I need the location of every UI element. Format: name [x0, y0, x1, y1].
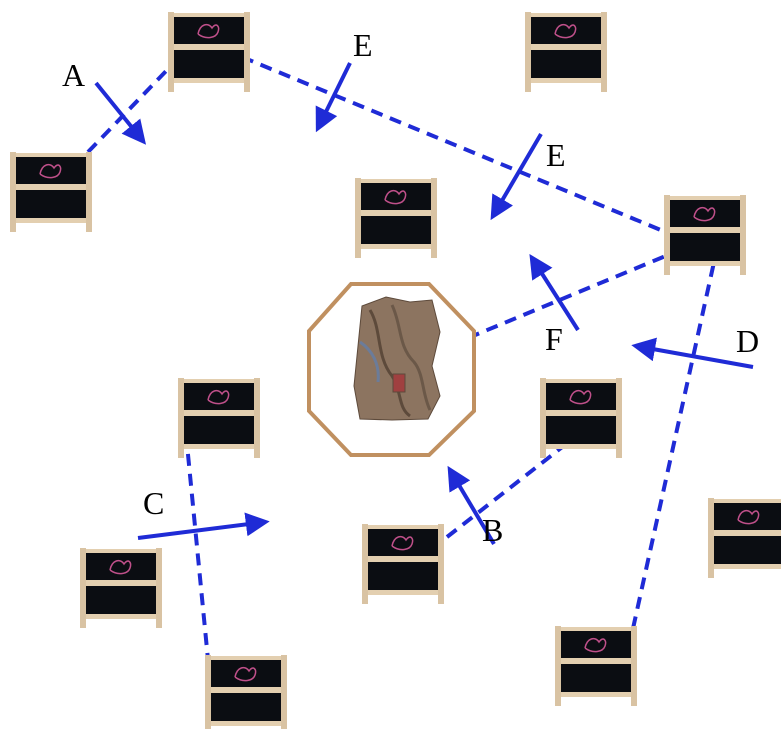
shelf-rack-icon: [554, 625, 638, 707]
dashed-line-d: [630, 225, 724, 634]
shelf-rack-icon: [204, 654, 288, 729]
arrow-d: [631, 337, 754, 369]
arrow-e-right: [490, 132, 543, 221]
dashed-line-a: [86, 65, 172, 154]
label-e-top: E: [353, 27, 373, 63]
arrows: [94, 62, 754, 546]
shelf-rack-icon: [9, 151, 93, 233]
label-f: F: [545, 321, 563, 357]
label-d: D: [736, 323, 759, 359]
shelf-rack-icon: [177, 377, 261, 459]
shelf-rack-icon: [663, 194, 747, 276]
arrow-c: [137, 512, 270, 540]
label-c: C: [143, 485, 164, 521]
central-exhibit: [307, 282, 476, 457]
labels: A B C D E E F: [62, 27, 759, 548]
label-b: B: [482, 512, 503, 548]
arrow-b: [447, 465, 496, 546]
shelf-rack-icon: [539, 377, 623, 459]
dashed-line-c: [184, 433, 212, 681]
shelf-rack-icon: [361, 523, 445, 605]
dashed-line-e: [241, 55, 669, 235]
dashed-line-f: [467, 253, 669, 340]
shelf-rack-icon: [167, 11, 251, 93]
shelf-rack-icon: [524, 11, 608, 93]
shelf-rack-icon: [707, 497, 781, 579]
shelf-rack-icon: [79, 547, 163, 629]
label-a: A: [62, 57, 85, 93]
arrow-e-left: [315, 62, 352, 133]
arrow-f: [529, 253, 580, 332]
label-e-right: E: [546, 137, 566, 173]
arrow-a: [94, 81, 147, 145]
carved-wood-sculpture-icon: [353, 296, 441, 421]
shelf-rack-icon: [354, 177, 438, 259]
